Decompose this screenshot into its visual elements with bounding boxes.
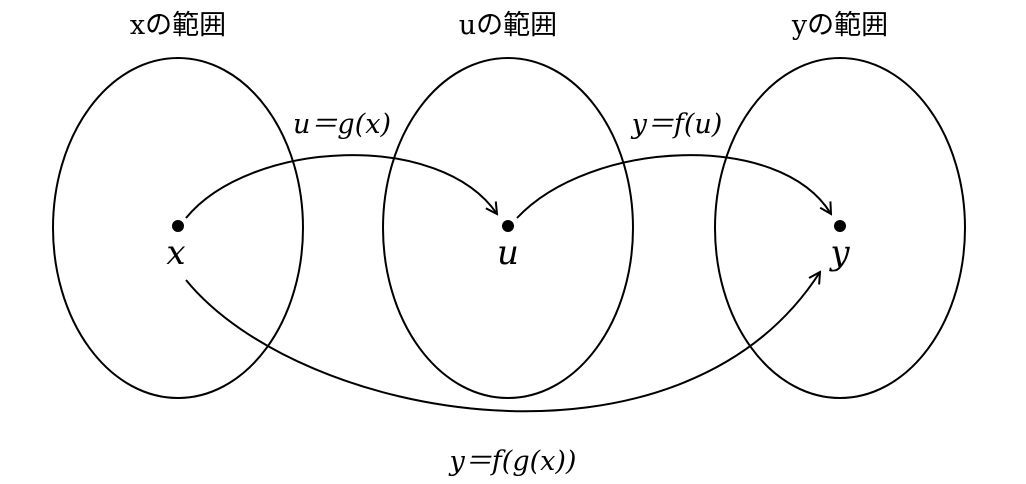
mapping-arrow-fg xyxy=(185,272,820,413)
point-u xyxy=(502,220,514,232)
mapping-label-g: u＝g(x) xyxy=(293,109,391,140)
x-range-title: xの範囲 xyxy=(130,10,226,41)
x-range-set xyxy=(52,57,304,399)
point-u-label: u xyxy=(497,233,519,273)
point-y-label: y xyxy=(828,233,850,273)
mapping-arrow-g xyxy=(185,154,497,219)
point-y xyxy=(834,220,846,232)
u-range-title: uの範囲 xyxy=(459,10,557,41)
y-range-title: yの範囲 xyxy=(791,10,888,41)
u-range-set xyxy=(382,57,634,399)
point-x-label: x xyxy=(166,233,185,273)
mapping-arrow-f xyxy=(516,154,831,219)
y-range-set xyxy=(714,57,966,399)
mapping-label-f: y＝f(u) xyxy=(631,109,723,140)
mapping-label-fg: y＝f(g(x)) xyxy=(449,446,577,477)
point-x xyxy=(172,220,184,232)
